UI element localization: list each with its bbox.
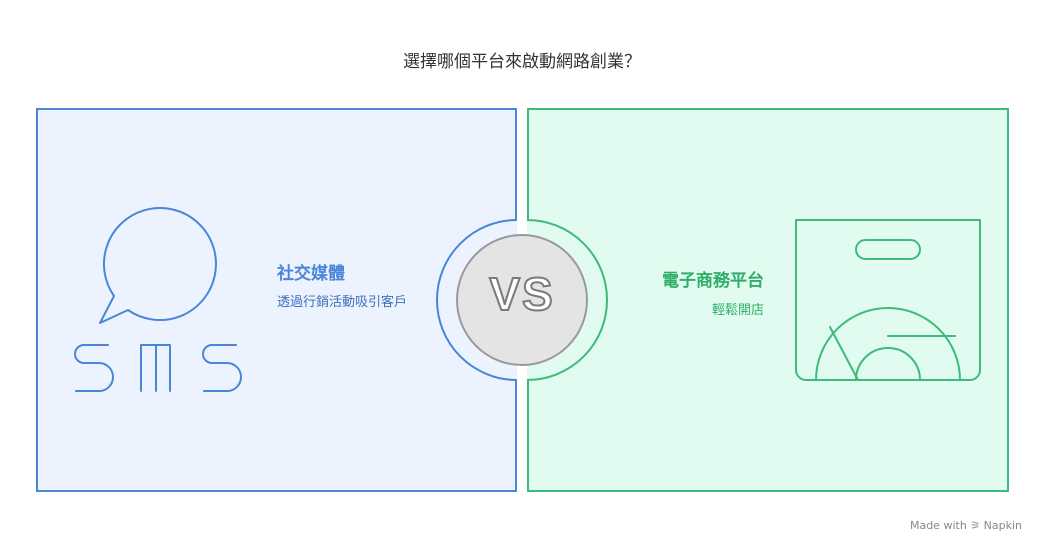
sms-chat-bubble-icon (74, 207, 242, 392)
vs-connector (436, 219, 608, 381)
ecommerce-heading: 電子商務平台 (662, 271, 764, 291)
social-media-description: 透過行銷活動吸引客戶 (277, 295, 408, 310)
sms-letter-s2-icon (202, 344, 242, 392)
bag-handle-icon (855, 239, 921, 260)
sms-letter-s1-icon (74, 344, 114, 392)
social-media-heading: 社交媒體 (277, 264, 345, 284)
sms-letter-m-icon (140, 344, 171, 392)
vs-circle (456, 234, 588, 366)
shopping-bag-icon (795, 219, 981, 381)
vs-label: VS (488, 267, 555, 321)
napkin-footer: Made with ⚞ Napkin (909, 519, 1022, 532)
ecommerce-description: 輕鬆開店 (711, 303, 764, 318)
diagram-title: 選擇哪個平台來啟動網路創業？ (403, 52, 641, 72)
